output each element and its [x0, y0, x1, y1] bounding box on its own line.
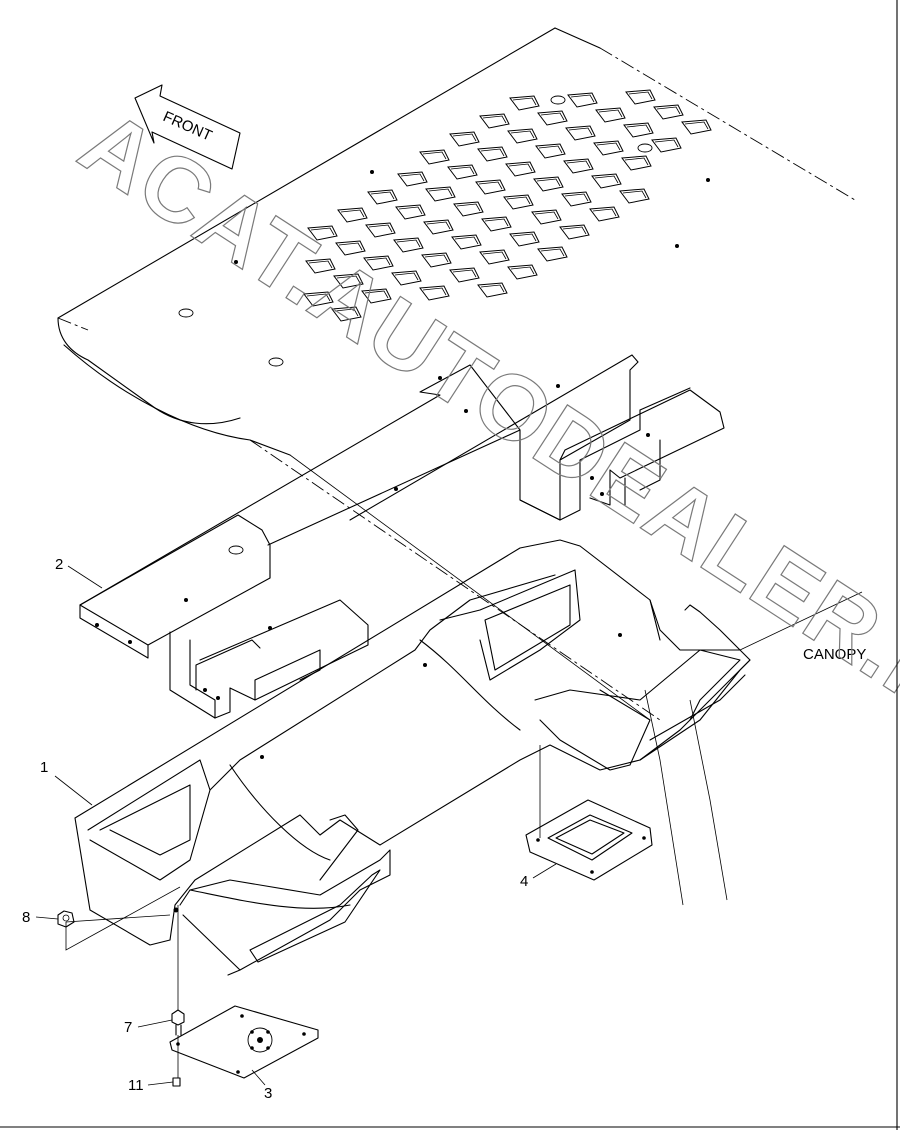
- vent-slot-lip: [310, 227, 335, 236]
- vent-slot-lip: [540, 112, 565, 121]
- vent-slot-lip: [368, 224, 393, 233]
- vent-slot-lip: [622, 190, 647, 199]
- callout-11: 11: [128, 1077, 144, 1094]
- vent-slot-lip: [594, 175, 619, 184]
- vent-slot-lip: [568, 127, 593, 136]
- vent-slot-lip: [512, 233, 537, 242]
- vent-slot-lip: [684, 121, 709, 130]
- vent-slot-lip: [334, 308, 359, 317]
- vent-slot-lip: [454, 236, 479, 245]
- vent-slot-lip: [370, 191, 395, 200]
- vent-slot-lip: [428, 188, 453, 197]
- vent-slot-lip: [456, 203, 481, 212]
- vent-slot-lip: [422, 151, 447, 160]
- vent-slot-lip: [656, 106, 681, 115]
- part-8-nut: [57, 910, 75, 928]
- vent-slot-lip: [366, 257, 391, 266]
- vent-slot-lip: [512, 97, 537, 106]
- vent-slot-lip: [426, 221, 451, 230]
- vent-slot-lip: [536, 178, 561, 187]
- vent-slot-lip: [484, 218, 509, 227]
- canopy-label: CANOPY: [803, 646, 866, 663]
- vent-slot-lip: [510, 130, 535, 139]
- vent-slot-lip: [478, 181, 503, 190]
- callout-labels: 1 2 3 4 7 8 11 CANOPY: [22, 556, 866, 1102]
- part-7-bolt: [171, 1009, 185, 1036]
- vent-slot-lip: [450, 166, 475, 175]
- callout-8: 8: [22, 909, 30, 926]
- watermark-text: ACAT.AUTODEALER.RU: [63, 91, 900, 773]
- vent-slot-lip: [596, 142, 621, 151]
- canopy-roof-panel: [57, 27, 856, 721]
- vent-slot-lip: [628, 91, 653, 100]
- vent-slot-lip: [338, 242, 363, 251]
- vent-slot-lip: [570, 94, 595, 103]
- roof-vent-slots: [303, 89, 712, 322]
- vent-slot-lip: [480, 148, 505, 157]
- vent-slot-lip: [424, 254, 449, 263]
- vent-slot-lip: [480, 284, 505, 293]
- vent-slot-lip: [562, 226, 587, 235]
- callout-2: 2: [55, 556, 63, 573]
- vent-slot-lip: [508, 163, 533, 172]
- part-4-cover-plate: [525, 799, 653, 881]
- part-1-floor-pan: [74, 539, 751, 976]
- callout-3: 3: [264, 1085, 272, 1102]
- vent-slot-lip: [364, 290, 389, 299]
- vent-slot-lip: [306, 293, 331, 302]
- part-11-screw: [172, 1077, 181, 1087]
- vent-slot-lip: [452, 269, 477, 278]
- vent-slot-lip: [654, 139, 679, 148]
- vent-slot-lip: [598, 109, 623, 118]
- vent-slot-lip: [538, 145, 563, 154]
- assembly-lines: [65, 454, 863, 1078]
- part-3-bottom-plate: [169, 1005, 319, 1079]
- callout-4: 4: [520, 873, 528, 890]
- vent-slot-lip: [400, 173, 425, 182]
- vent-slot-lip: [308, 260, 333, 269]
- vent-slot-lip: [624, 157, 649, 166]
- vent-slot-lip: [482, 251, 507, 260]
- vent-slot-lip: [398, 206, 423, 215]
- callout-1: 1: [40, 759, 48, 776]
- vent-slot-lip: [482, 115, 507, 124]
- vent-slot-lip: [626, 124, 651, 133]
- vent-slot-lip: [452, 133, 477, 142]
- vent-slot-lip: [422, 287, 447, 296]
- vent-slot-lip: [540, 248, 565, 257]
- vent-slot-lip: [396, 239, 421, 248]
- vent-slot-lip: [564, 193, 589, 202]
- vent-slot-lip: [506, 196, 531, 205]
- vent-slot-lip: [340, 209, 365, 218]
- vent-slot-lip: [534, 211, 559, 220]
- vent-slot-lip: [510, 266, 535, 275]
- part-2-bracket: [79, 354, 725, 719]
- vent-slot-lip: [394, 272, 419, 281]
- vent-slot-lip: [566, 160, 591, 169]
- vent-slot-lip: [592, 208, 617, 217]
- callout-7: 7: [124, 1019, 132, 1036]
- vent-slot-lip: [336, 275, 361, 284]
